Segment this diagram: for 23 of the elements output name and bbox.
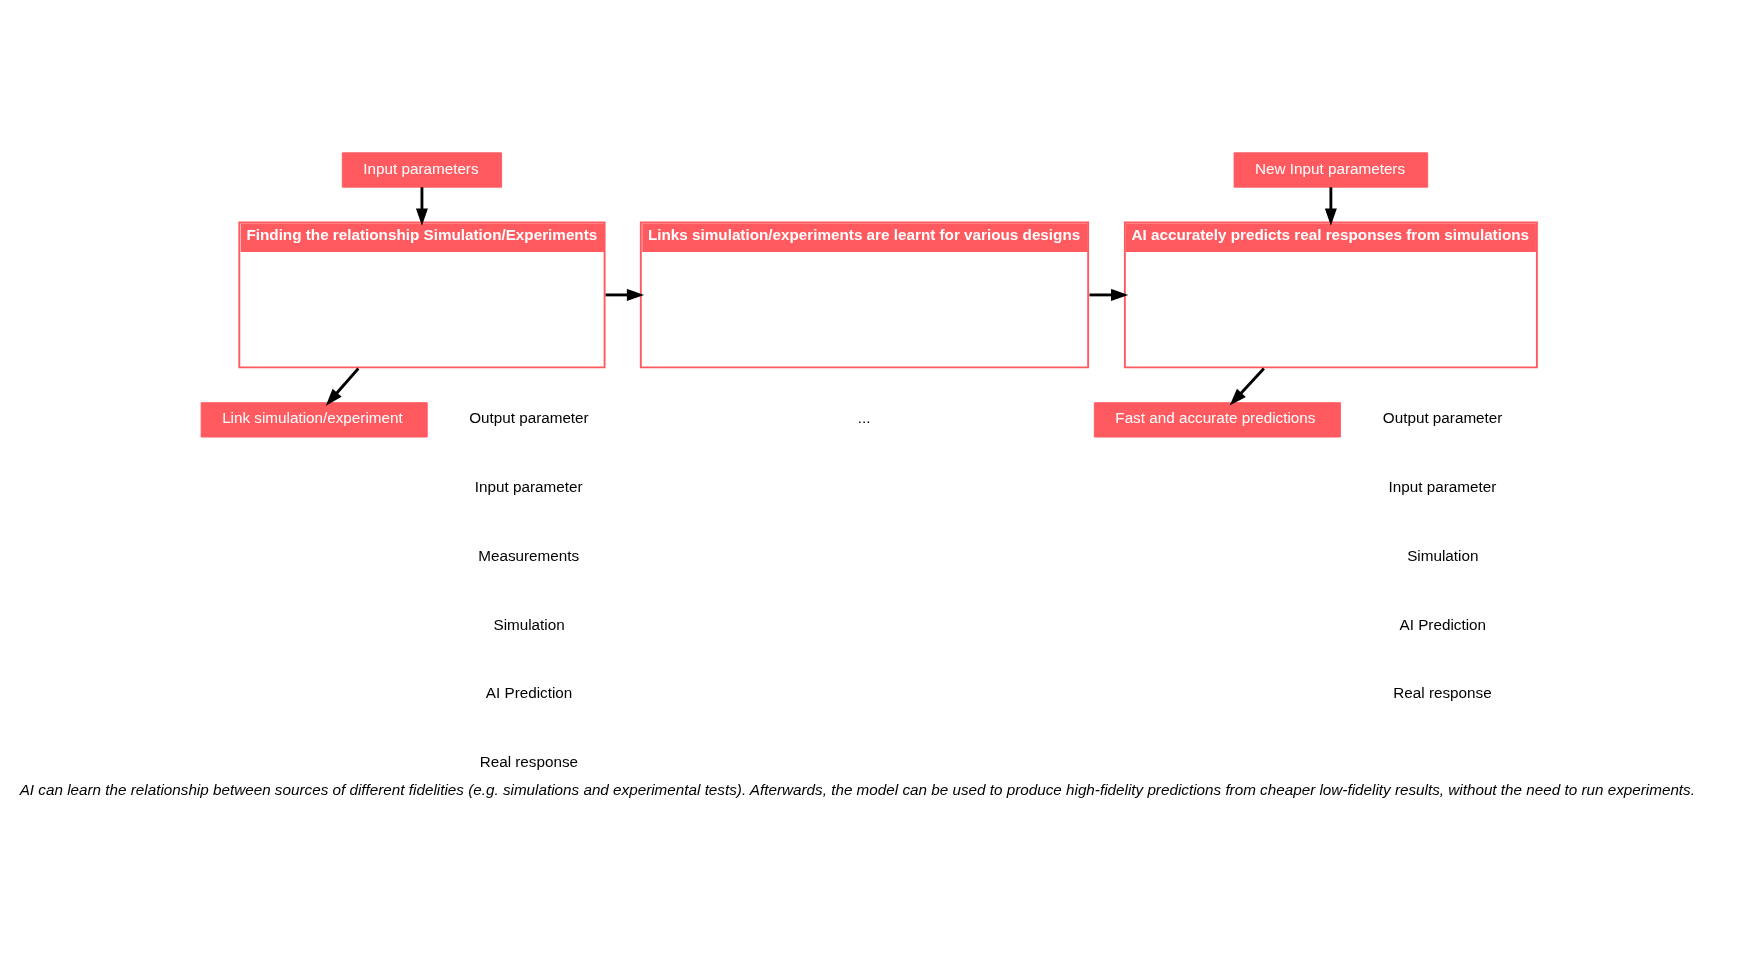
arrow bbox=[1089, 288, 1129, 301]
label: Output parameter bbox=[469, 409, 589, 427]
arrow bbox=[605, 288, 645, 301]
legend-label: AI Prediction bbox=[1399, 615, 1487, 633]
legend-label: Real response bbox=[479, 752, 578, 770]
caption: AI can learn the relationship between sources of different fidelities (e.g. simulations and experimental tests). Afterwards, the model can be used to produce high-fidelity predictions from cheaper low-fidelity results, without the need to run experiments. bbox=[19, 781, 1695, 799]
node-box: Input parameters bbox=[341, 152, 503, 188]
legend-label: Simulation bbox=[493, 615, 565, 633]
node-box: Link simulation/experiment bbox=[200, 402, 428, 438]
arrow bbox=[325, 367, 360, 406]
node-box: Fast and accurate predictions bbox=[1093, 402, 1341, 438]
label: Input parameter bbox=[474, 478, 583, 496]
arrow bbox=[415, 187, 428, 226]
label: Output parameter bbox=[1382, 409, 1503, 427]
legend-label: Measurements bbox=[478, 546, 580, 564]
legend-label: AI Prediction bbox=[485, 684, 573, 702]
arrow bbox=[1324, 187, 1337, 226]
label: ... bbox=[857, 409, 871, 427]
legend-label: Simulation bbox=[1407, 546, 1479, 564]
arrow bbox=[1229, 367, 1265, 406]
legend-label: Real response bbox=[1393, 684, 1492, 702]
node-box: New Input parameters bbox=[1233, 152, 1429, 188]
label: Input parameter bbox=[1388, 478, 1497, 496]
